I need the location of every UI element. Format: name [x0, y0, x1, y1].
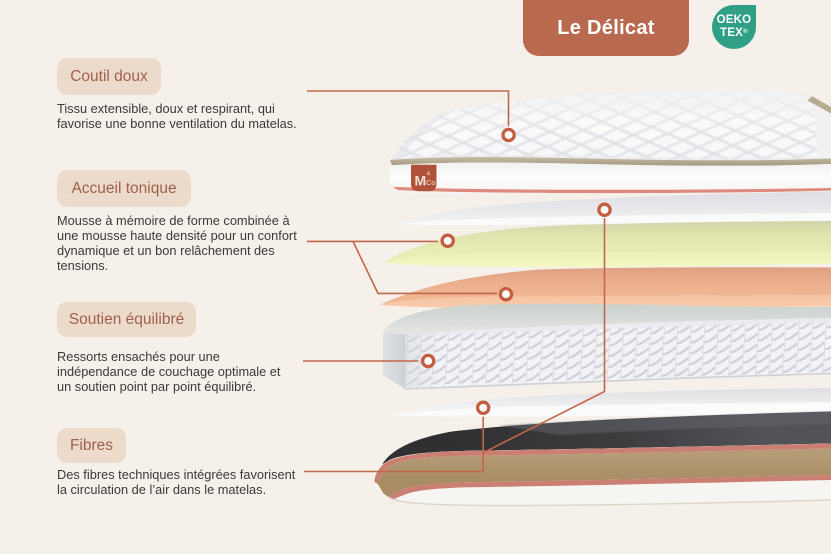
svg-text:Co: Co [426, 178, 436, 187]
svg-text:M: M [415, 173, 427, 189]
svg-text:&: & [427, 171, 431, 177]
